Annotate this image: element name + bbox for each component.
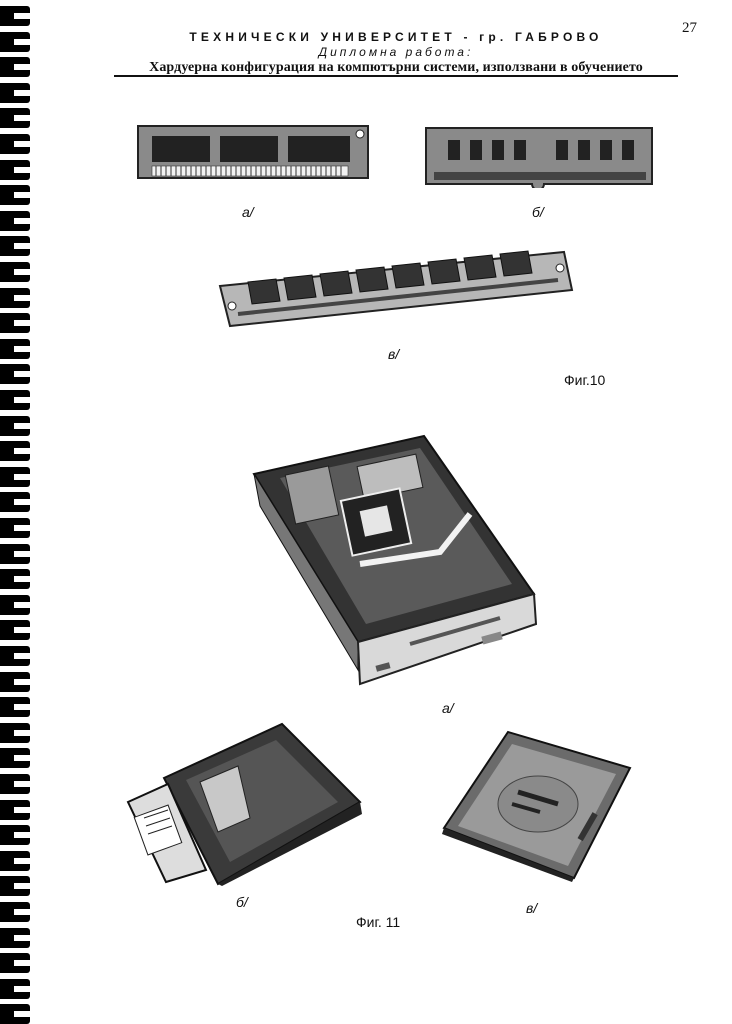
binding-gap: [14, 89, 30, 96]
header-rule: [114, 75, 678, 77]
thesis-title: Хардуерна конфигурация на компютърни сис…: [149, 60, 643, 75]
binding-gap: [14, 13, 30, 19]
binding-gap: [14, 422, 30, 429]
zip-drive: [126, 722, 362, 886]
binding-gap: [14, 985, 30, 992]
binding-gap: [14, 1011, 30, 1018]
binding-gap: [14, 166, 30, 173]
binding-gap: [14, 269, 30, 275]
external-drive: [442, 730, 632, 882]
binding-gap: [14, 576, 30, 583]
binding-gap: [14, 704, 30, 711]
binding-gap: [14, 294, 30, 301]
binding-gap: [14, 781, 30, 787]
binding-gap: [14, 38, 30, 45]
fig11-label-b: б/: [236, 894, 248, 910]
binding-gap: [14, 64, 30, 71]
binding-gap: [14, 550, 30, 557]
binding-gap: [14, 345, 30, 352]
binding-gap: [14, 371, 30, 378]
university-name: ТЕХНИЧЕСКИ УНИВЕРСИТЕТ - гр. ГАБРОВО: [189, 30, 603, 44]
page-header: ТЕХНИЧЕСКИ УНИВЕРСИТЕТ - гр. ГАБРОВО Дип…: [114, 30, 678, 76]
binding-gap: [14, 832, 30, 839]
binding-gap: [14, 115, 30, 122]
binding-gap: [14, 601, 30, 608]
binding-gap: [14, 627, 30, 634]
fig10-label-a: а/: [242, 204, 254, 220]
binding-gap: [14, 909, 30, 915]
memory-module-b: [425, 127, 653, 188]
binding-gap: [14, 320, 30, 327]
binding-gap: [14, 857, 30, 864]
binding-gap: [14, 448, 30, 455]
binding-gap: [14, 755, 30, 762]
binding-gap: [14, 883, 30, 890]
memory-module-a: [137, 125, 369, 179]
fig11-caption: Фиг. 11: [356, 914, 401, 930]
binding-gap: [14, 525, 30, 531]
binding-gap: [14, 141, 30, 147]
fig11-label-a: а/: [442, 700, 454, 716]
document-subtitle: Дипломна работа:: [318, 45, 474, 59]
binding-gap: [14, 499, 30, 506]
binding-gap: [14, 729, 30, 736]
binding-gap: [14, 653, 30, 659]
binding-gap: [14, 397, 30, 403]
page-number: 27: [682, 20, 697, 36]
binding-gap: [14, 217, 30, 224]
binding-gap: [14, 934, 30, 941]
fig10-label-v: в/: [388, 346, 400, 362]
binding-gap: [14, 473, 30, 480]
fig10-caption: Фиг.10: [564, 372, 606, 388]
memory-module-v: [218, 250, 574, 328]
binding-gap: [14, 960, 30, 967]
fig11-label-v: в/: [526, 900, 538, 916]
binding-gap: [14, 192, 30, 199]
floppy-disk-drive: [252, 434, 538, 686]
spiral-binding: [0, 0, 34, 1024]
fig10-label-b: б/: [532, 204, 544, 220]
binding-gap: [14, 806, 30, 813]
binding-gap: [14, 243, 30, 250]
binding-gap: [14, 678, 30, 685]
